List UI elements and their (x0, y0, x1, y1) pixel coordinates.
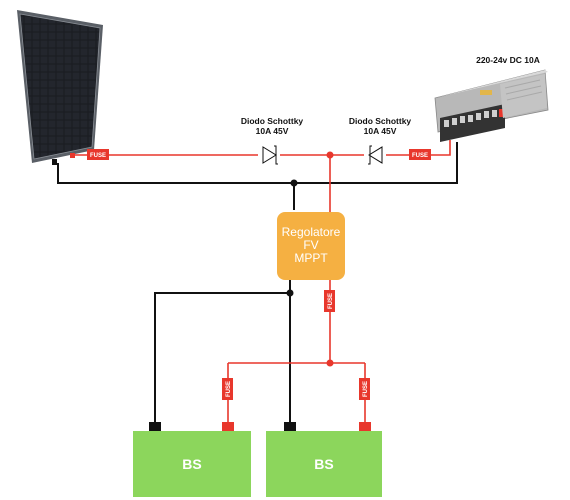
power-supply-icon (434, 69, 549, 142)
junction-dot (290, 179, 298, 187)
diode-right-rating: 10A 45V (364, 126, 397, 136)
svg-text:FUSE: FUSE (90, 153, 106, 159)
junction-dot (286, 289, 294, 297)
negative-wiring (57, 142, 458, 424)
regulator-label-line2: FV (303, 238, 318, 252)
battery-right: BS (266, 422, 382, 497)
regulator-to-left-battery-negative (154, 280, 291, 424)
panel-positive-wire (75, 140, 451, 156)
battery-left-label: BS (182, 456, 201, 472)
panel-negative-wire (57, 142, 458, 184)
fuse-panel: FUSE (87, 149, 109, 160)
fuse-left-battery: FUSE (222, 378, 233, 400)
schottky-diode-icon (364, 145, 386, 165)
fuse-power-supply: FUSE (409, 149, 431, 160)
regulator-label-line3: MPPT (294, 251, 328, 265)
svg-text:FUSE: FUSE (363, 381, 369, 397)
diode-left-rating: 10A 45V (256, 126, 289, 136)
solar-panel-icon (17, 10, 103, 165)
schottky-diode-icon (258, 145, 280, 165)
battery-right-label: BS (314, 456, 333, 472)
diode-right-name: Diodo Schottky (349, 116, 412, 126)
svg-text:FUSE: FUSE (226, 381, 232, 397)
battery-left: BS (133, 422, 251, 497)
svg-text:FUSE: FUSE (328, 293, 334, 309)
svg-text:FUSE: FUSE (412, 153, 428, 159)
junction-dot (326, 151, 334, 159)
diode-left-name: Diodo Schottky (241, 116, 304, 126)
regulator-box: Regolatore FV MPPT (277, 212, 345, 280)
fuse-right-battery: FUSE (359, 378, 370, 400)
fuse-regulator-output: FUSE (324, 290, 335, 312)
power-supply-label: 220-24v DC 10A (476, 55, 540, 65)
regulator-label-line1: Regolatore (282, 225, 341, 239)
junction-dot (326, 359, 334, 367)
